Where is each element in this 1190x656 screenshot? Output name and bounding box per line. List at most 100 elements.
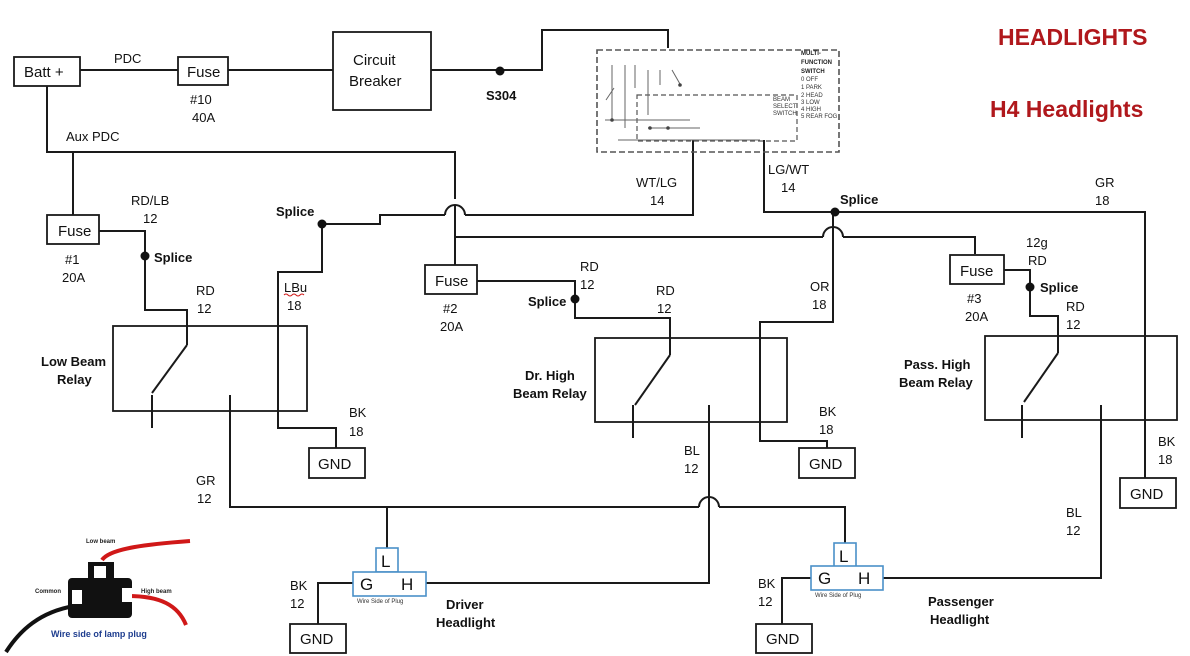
lamp-high-label: High beam xyxy=(141,589,172,595)
pass-plug-g: G xyxy=(818,569,831,588)
wire-wt-lg xyxy=(465,140,694,216)
fuse-10-number: #10 xyxy=(190,92,212,107)
lg-wt-gauge: 14 xyxy=(781,180,795,195)
driver-headlight-plug: L G H Wire Side of Plug Driver Headlight xyxy=(352,547,496,630)
fuse-2-label: Fuse xyxy=(435,273,468,290)
multi-function-switch: MULTI- FUNCTION SWITCH 0 OFF 1 PARK 2 HE… xyxy=(596,49,840,153)
lbu-gauge: 18 xyxy=(287,298,301,313)
wire-rd-fuse3 xyxy=(1004,269,1059,353)
pdc-label: PDC xyxy=(114,51,141,66)
bk-dr-gauge: 18 xyxy=(819,422,833,437)
pass-relay-line1: Pass. High xyxy=(904,357,971,372)
wire-bus-237b xyxy=(843,236,976,254)
splice-dot-gr xyxy=(830,207,840,217)
pass-plug-caption: Wire Side of Plug xyxy=(815,593,861,599)
pass-rd-top-color: RD xyxy=(1028,253,1047,268)
splice-label-pass: Splice xyxy=(1040,280,1078,295)
gnd-low-label: GND xyxy=(318,456,352,473)
relay-pass-contact xyxy=(1023,352,1059,403)
passenger-high-beam-relay: Pass. High Beam Relay xyxy=(899,335,1178,421)
s304-label: S304 xyxy=(486,88,517,103)
lamp-common-label: Common xyxy=(35,589,61,595)
wire-breaker-switch xyxy=(431,29,669,71)
mfs-pos-3: 3 LOW xyxy=(801,100,820,106)
gnd-pass-label: GND xyxy=(1130,486,1164,503)
mfs-pos-1: 1 PARK xyxy=(801,85,822,91)
pass-rd-relay-color: RD xyxy=(1066,299,1085,314)
fuse-3-label: Fuse xyxy=(960,263,993,280)
rd-lb-gauge: 12 xyxy=(143,211,157,226)
fuse-3-number: #3 xyxy=(967,291,981,306)
fuse-2-number: #2 xyxy=(443,301,457,316)
bl-pass-gauge: 12 xyxy=(1066,523,1080,538)
wire-bk-driver xyxy=(317,582,353,624)
driver-headlight-line2: Headlight xyxy=(436,615,496,630)
mfs-title-3: SWITCH xyxy=(801,69,825,75)
mfs-title-1: MULTI- xyxy=(801,51,821,57)
gr-top-gauge: 18 xyxy=(1095,193,1109,208)
driver-plug-h: H xyxy=(401,575,413,594)
relay-low-contact xyxy=(151,344,188,394)
bk-dhl-color: BK xyxy=(290,578,308,593)
fuse-1-label: Fuse xyxy=(58,223,91,240)
bk-pass-color: BK xyxy=(1158,434,1176,449)
wire-gr-pass-l xyxy=(719,506,846,548)
low-beam-relay: Low Beam Relay xyxy=(41,325,308,412)
pass-plug-l: L xyxy=(839,547,848,566)
aux-pdc-label: Aux PDC xyxy=(66,129,119,144)
gnd-low: GND xyxy=(308,447,366,479)
wire-splice-left xyxy=(322,214,445,225)
driver-plug-l: L xyxy=(381,552,390,571)
fuse-10-label: Fuse xyxy=(187,64,220,81)
wt-lg-gauge: 14 xyxy=(650,193,664,208)
pass-relay-line2: Beam Relay xyxy=(899,375,973,390)
gr-low-color: GR xyxy=(196,473,216,488)
wire-lg-wt-gr xyxy=(763,140,1146,448)
bk-phl-gauge: 12 xyxy=(758,594,772,609)
driver-headlight-gnd: GND xyxy=(289,623,347,654)
pass-rd-relay-gauge: 12 xyxy=(1066,317,1080,332)
bk-pass-gauge: 18 xyxy=(1158,452,1172,467)
wt-lg-color: WT/LG xyxy=(636,175,677,190)
lamp-caption: Wire side of lamp plug xyxy=(51,629,147,639)
low-relay-line2: Relay xyxy=(57,372,92,387)
fuse-10-amps: 40A xyxy=(192,110,215,125)
mfs-beam-3: SWITCH xyxy=(773,111,797,117)
fuse-10: Fuse #10 40A xyxy=(177,56,229,125)
mfs-pos-5: 5 REAR FOG xyxy=(801,114,838,120)
low-relay-line1: Low Beam xyxy=(41,354,106,369)
fuse-1-amps: 20A xyxy=(62,270,85,285)
wire-bk-passenger xyxy=(781,577,811,624)
battery-label: Batt + xyxy=(24,64,64,81)
mfs-pos-2: 2 HEAD xyxy=(801,93,823,99)
dr-rd-relay-color: RD xyxy=(656,283,675,298)
wire-aux-pdc xyxy=(46,86,456,199)
bl-pass-color: BL xyxy=(1066,505,1082,520)
splice-dot-s304 xyxy=(495,66,505,76)
gnd-dhl-label: GND xyxy=(300,631,334,648)
dr-rd-relay-gauge: 12 xyxy=(657,301,671,316)
splice-label-dr: Splice xyxy=(528,294,566,309)
wire-rd-lb xyxy=(99,230,188,345)
bk-phl-color: BK xyxy=(758,576,776,591)
wiring xyxy=(46,29,1146,624)
mfs-pos-4: 4 HIGH xyxy=(801,107,821,113)
lamp-low-label: Low beam xyxy=(86,539,115,545)
gnd-dr-label: GND xyxy=(809,456,843,473)
fuse-3: Fuse #3 20A xyxy=(949,254,1005,324)
splice-label-low: Splice xyxy=(154,250,192,265)
low-rd-gauge: 12 xyxy=(197,301,211,316)
bk-dhl-gauge: 12 xyxy=(290,596,304,611)
bk-low-gauge: 18 xyxy=(349,424,363,439)
pass-headlight-line2: Headlight xyxy=(930,612,990,627)
wire-gr-low xyxy=(229,398,699,508)
splice-dot-pass xyxy=(1025,282,1035,292)
wire-or xyxy=(759,212,834,448)
driver-plug-g: G xyxy=(360,575,373,594)
gnd-phl-label: GND xyxy=(766,631,800,648)
wire-bl-driver xyxy=(426,405,710,584)
driver-plug-caption: Wire Side of Plug xyxy=(357,599,403,605)
wire-lbu xyxy=(277,224,337,448)
mfs-pos-0: 0 OFF xyxy=(801,77,818,83)
